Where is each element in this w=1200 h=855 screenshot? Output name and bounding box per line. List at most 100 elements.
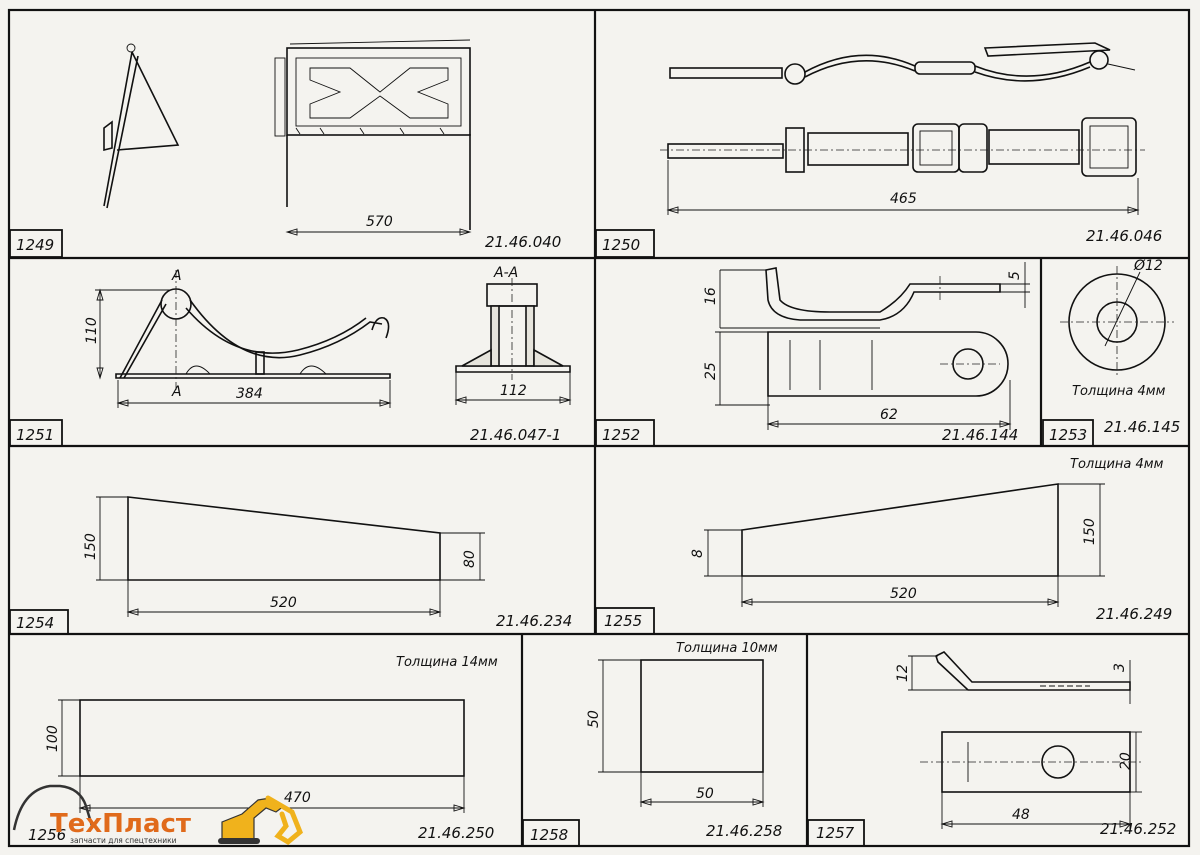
panel-number-box bbox=[807, 819, 865, 847]
panel-number: 1255 bbox=[604, 612, 642, 630]
dimension-100: 100 bbox=[45, 699, 80, 777]
dimension-label: 520 bbox=[270, 595, 297, 611]
panel-number-box bbox=[595, 607, 655, 635]
panel-1255: 1255 21.46.249 Толщина 4мм 8 150 520 bbox=[595, 457, 1172, 635]
panel-number: 1257 bbox=[816, 824, 855, 842]
dimension-label: 12 bbox=[895, 664, 911, 682]
dimension-20: 20 bbox=[1118, 731, 1142, 793]
panel-number: 1256 bbox=[28, 826, 66, 844]
strap-side-view bbox=[935, 651, 1131, 691]
cut-label-top: А bbox=[171, 268, 182, 284]
panel-number: 1250 bbox=[602, 236, 640, 254]
dimension-label: 112 bbox=[500, 383, 527, 399]
techplast-logo: ТехПласт запчасти для спецтехники bbox=[12, 784, 303, 846]
part-code: 21.46.144 bbox=[942, 426, 1018, 444]
panel-number-box bbox=[522, 819, 580, 847]
section-label: А-А bbox=[493, 265, 518, 281]
thickness-note: Толщина 14мм bbox=[396, 655, 498, 670]
part-code: 21.46.252 bbox=[1100, 820, 1176, 838]
part-code: 21.46.040 bbox=[485, 233, 561, 251]
dimension-3: 3 bbox=[1112, 660, 1131, 704]
part-code: 21.46.047-1 bbox=[470, 426, 561, 444]
hitch-side-view bbox=[660, 117, 1145, 177]
panel-number-box bbox=[595, 419, 655, 447]
dimension-label: 16 bbox=[703, 287, 719, 305]
logo-swoosh bbox=[12, 784, 94, 831]
dimension-48: 48 bbox=[940, 792, 1132, 829]
tapered-plate bbox=[127, 496, 441, 581]
dimension-label: 62 bbox=[880, 407, 898, 423]
saddle-front-view: А А bbox=[115, 268, 391, 400]
panel-1257: 1257 21.46.252 12 3 20 bbox=[807, 651, 1176, 847]
dimension-520: 520 bbox=[126, 580, 442, 617]
dimension-150: 150 bbox=[83, 496, 128, 581]
panel-number: 1251 bbox=[16, 426, 54, 444]
stand-side-view bbox=[103, 43, 180, 209]
dimension-label: 5 bbox=[1007, 271, 1023, 280]
brand-name: ТехПласт bbox=[50, 809, 191, 839]
flat-bar bbox=[79, 699, 465, 777]
dimension-150: 150 bbox=[1058, 483, 1105, 577]
panel-number: 1252 bbox=[602, 426, 640, 444]
cut-label-bottom: А bbox=[171, 384, 182, 400]
thickness-note: Толщина 4мм bbox=[1070, 457, 1164, 472]
dimension-25: 25 bbox=[703, 331, 770, 406]
dimension-label: 150 bbox=[1082, 518, 1098, 545]
panel-number-box bbox=[1042, 419, 1094, 447]
dimension-label: 520 bbox=[890, 586, 917, 602]
panel-number-box bbox=[595, 229, 655, 258]
panel-1251: 1251 21.46.047-1 А А 110 384 bbox=[9, 265, 572, 447]
square-plate bbox=[640, 659, 764, 773]
panel-1249: 1249 21.46.040 570 bbox=[9, 39, 561, 258]
dimension-label: 50 bbox=[586, 710, 602, 728]
dimension-label: 50 bbox=[696, 786, 714, 802]
dimension-label: 48 bbox=[1012, 807, 1030, 823]
dimension-384: 384 bbox=[116, 380, 392, 408]
dimension-label: 20 bbox=[1118, 752, 1134, 770]
dimension-label: 110 bbox=[84, 317, 100, 344]
bracket-side-view bbox=[720, 267, 1001, 329]
panel-1253: 1253 21.46.145 Толщина 4мм Ø12 bbox=[1042, 258, 1180, 447]
part-code: 21.46.046 bbox=[1086, 227, 1162, 245]
dimension-label: 384 bbox=[236, 386, 263, 402]
dimension-570: 570 bbox=[285, 214, 472, 236]
dimension-110: 110 bbox=[84, 288, 170, 380]
brand-tagline: запчасти для спецтехники bbox=[70, 836, 177, 845]
dimension-label: Ø12 bbox=[1133, 258, 1163, 274]
strap-top-view bbox=[920, 731, 1142, 793]
thickness-note: Толщина 4мм bbox=[1072, 384, 1166, 399]
panel-number-box bbox=[9, 609, 69, 635]
dimension-50-vertical: 50 bbox=[586, 659, 641, 773]
dimension-112: 112 bbox=[454, 372, 572, 405]
dimension-label: 80 bbox=[462, 550, 478, 568]
panel-1252: 1252 21.46.144 16 5 bbox=[595, 262, 1030, 447]
dimension-label: 25 bbox=[703, 362, 719, 380]
part-code: 21.46.250 bbox=[418, 824, 494, 842]
bracket-top-view bbox=[767, 331, 1009, 397]
panel-grid bbox=[7, 8, 1191, 848]
dimension-label: 8 bbox=[690, 549, 706, 558]
dimension-label: 470 bbox=[284, 790, 311, 806]
section-view-a-a: А-А bbox=[455, 265, 571, 380]
tapered-plate bbox=[741, 483, 1059, 577]
dimension-label: 3 bbox=[1112, 663, 1128, 672]
dimension-520: 520 bbox=[740, 576, 1060, 607]
dimension-62: 62 bbox=[766, 380, 1012, 430]
dimension-8: 8 bbox=[690, 529, 742, 577]
panel-number: 1254 bbox=[16, 614, 54, 632]
dimension-12: 12 bbox=[895, 655, 968, 691]
part-code: 21.46.234 bbox=[496, 612, 572, 630]
excavator-icon bbox=[218, 795, 303, 846]
washer-view: Ø12 bbox=[1060, 258, 1174, 378]
dimension-80: 80 bbox=[440, 532, 485, 581]
panel-1256: 1256 21.46.250 Толщина 14мм 100 470 bbox=[28, 655, 498, 844]
part-code: 21.46.258 bbox=[706, 822, 782, 840]
panel-number: 1249 bbox=[16, 236, 54, 254]
dimension-label: 465 bbox=[890, 191, 917, 207]
hitch-top-view bbox=[669, 42, 1136, 85]
panel-1250: 1250 21.46.046 bbox=[595, 42, 1162, 258]
dimension-16: 16 bbox=[703, 270, 721, 328]
thickness-note: Толщина 10мм bbox=[676, 641, 778, 656]
panel-number: 1253 bbox=[1049, 426, 1087, 444]
